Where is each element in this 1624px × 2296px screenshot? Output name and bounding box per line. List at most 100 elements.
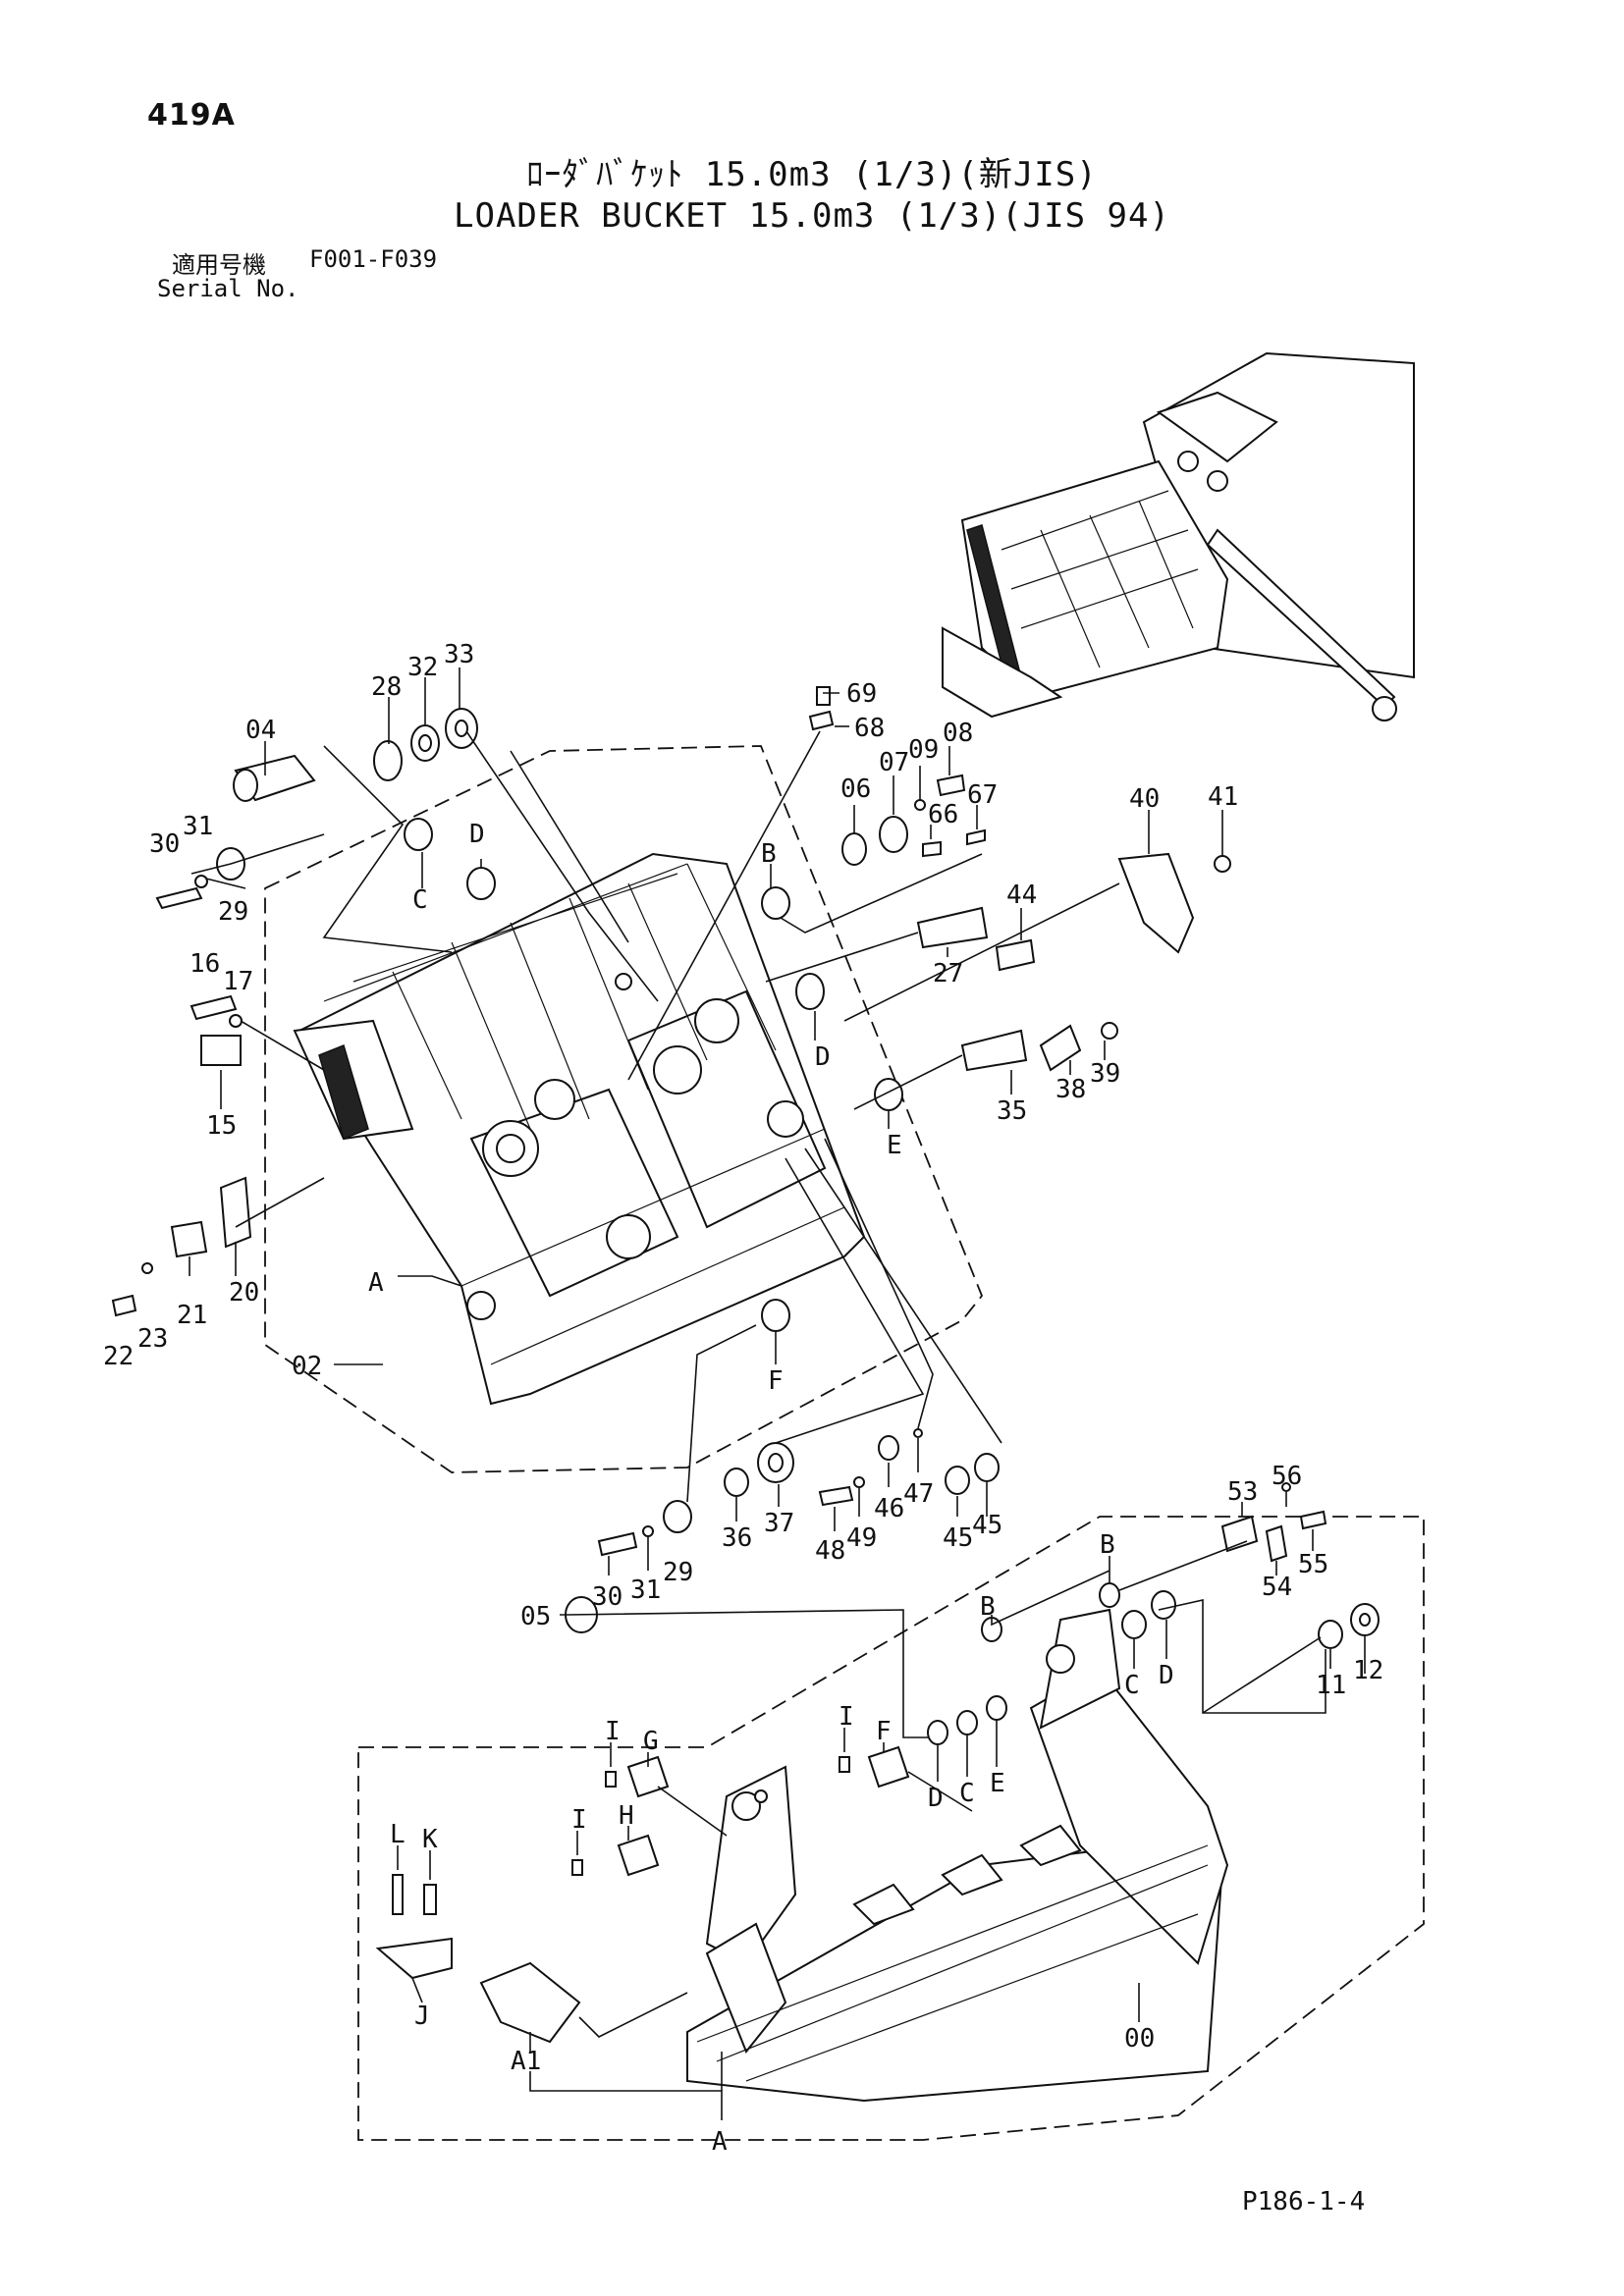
part-k-lock bbox=[423, 1884, 437, 1915]
link-bore-7 bbox=[466, 1291, 496, 1320]
leader-27-to-frame bbox=[765, 932, 919, 983]
link-grease-point bbox=[615, 973, 632, 990]
leader-53-line bbox=[1118, 1540, 1248, 1591]
leader-40-to-frame bbox=[843, 882, 1120, 1022]
bucket-tooth-1 bbox=[852, 1883, 915, 1926]
leader-f-to-bucket bbox=[907, 1771, 973, 1812]
callout-06: 06 bbox=[840, 774, 871, 804]
bucket-assembly-boundary bbox=[357, 1516, 1425, 2141]
part-04-pin-head bbox=[233, 769, 258, 802]
link-frame-left-slot bbox=[318, 1043, 369, 1141]
ref-f-bucket: F bbox=[876, 1717, 892, 1746]
part-30-bolt-lower bbox=[597, 1531, 638, 1557]
leader-11-link bbox=[1202, 1636, 1322, 1714]
part-a1-tooth bbox=[479, 1961, 581, 2044]
part-i-pin-1 bbox=[571, 1859, 583, 1876]
part-21-hinge bbox=[170, 1220, 208, 1258]
callout-09: 09 bbox=[908, 735, 939, 765]
part-39-bolt bbox=[1101, 1022, 1118, 1040]
leader-16 bbox=[240, 1020, 325, 1071]
ref-i2: I bbox=[605, 1717, 621, 1746]
callout-45a: 45 bbox=[943, 1523, 973, 1553]
callout-29a: 29 bbox=[218, 897, 248, 927]
ref-i3: I bbox=[839, 1702, 854, 1732]
leader-frame-to-45 bbox=[804, 1148, 1002, 1444]
bucket-tooth-3 bbox=[1019, 1824, 1082, 1867]
part-36-bushing bbox=[724, 1468, 749, 1497]
leader-32-to-frame bbox=[510, 750, 629, 943]
page-number: 419A bbox=[147, 98, 236, 133]
ref-e-bucket: E bbox=[990, 1769, 1005, 1798]
part-32-hole bbox=[418, 734, 432, 752]
ref-i1: I bbox=[571, 1805, 587, 1835]
callout-36: 36 bbox=[722, 1523, 752, 1553]
document-reference: P186-1-4 bbox=[1242, 2187, 1366, 2216]
callout-28: 28 bbox=[371, 672, 402, 702]
callout-44: 44 bbox=[1006, 881, 1037, 910]
callout-68: 68 bbox=[854, 714, 885, 743]
title-japanese: ﾛｰﾀﾞﾊﾞｹｯﾄ 15.0m3 (1/3)(新JIS) bbox=[526, 155, 1098, 194]
overview-link-frame bbox=[960, 459, 1229, 699]
part-45-bushing-b bbox=[974, 1453, 1000, 1482]
callout-47: 47 bbox=[903, 1479, 934, 1509]
part-56-ring bbox=[1281, 1482, 1291, 1492]
link-parts bbox=[111, 686, 1231, 1557]
leader-05 bbox=[560, 1609, 928, 1738]
callout-22: 22 bbox=[103, 1342, 134, 1371]
callout-37: 37 bbox=[764, 1509, 794, 1538]
part-28-o-ring bbox=[373, 740, 403, 781]
part-16-bolt bbox=[189, 994, 238, 1021]
bucket-bracket-right bbox=[1039, 1608, 1121, 1730]
leader-frame-to-37 bbox=[775, 1157, 925, 1444]
link-bore-2 bbox=[534, 1079, 575, 1120]
part-33-hole bbox=[455, 720, 468, 737]
ref-g: G bbox=[643, 1727, 659, 1756]
part-h-cover bbox=[617, 1834, 660, 1877]
callout-00: 00 bbox=[1124, 2024, 1155, 2054]
callout-29b: 29 bbox=[663, 1558, 693, 1587]
callout-66: 66 bbox=[928, 800, 958, 829]
leader-frame-to-47 bbox=[824, 1138, 934, 1429]
part-12-hole bbox=[1359, 1613, 1371, 1627]
leader-20 bbox=[235, 1177, 325, 1228]
part-31-washer bbox=[194, 875, 208, 888]
callout-20: 20 bbox=[229, 1278, 259, 1308]
link-bore-3 bbox=[606, 1214, 651, 1259]
serial-range: F001-F039 bbox=[309, 245, 438, 273]
ref-b-bucket2: B bbox=[1100, 1530, 1115, 1560]
callout-46: 46 bbox=[874, 1494, 904, 1523]
leader-a-link bbox=[398, 1275, 462, 1287]
link-frame-ribs bbox=[323, 863, 777, 1130]
part-09-washer bbox=[914, 799, 926, 811]
part-55-bolt bbox=[1299, 1510, 1327, 1530]
part-j-adapter bbox=[375, 1937, 453, 1980]
callout-11: 11 bbox=[1316, 1671, 1346, 1700]
reference-letters: C D A B D E F B B C D D C E F G H I I I … bbox=[368, 820, 1174, 2157]
callout-02: 02 bbox=[292, 1352, 322, 1381]
callout-69: 69 bbox=[846, 679, 877, 709]
part-29-bushing-lower bbox=[663, 1500, 692, 1533]
part-40-bracket bbox=[1117, 852, 1195, 954]
ref-j: J bbox=[414, 2002, 430, 2031]
ref-a-link: A bbox=[368, 1268, 384, 1298]
callout-31a: 31 bbox=[183, 812, 213, 841]
callout-31b: 31 bbox=[630, 1575, 661, 1605]
bucket-pin-hole-1 bbox=[1046, 1644, 1075, 1674]
bucket-bushing-c1 bbox=[956, 1710, 978, 1735]
callout-labels: 04 28 32 33 30 31 29 16 17 15 20 21 23 2… bbox=[103, 640, 1383, 2054]
ref-c-bucket1: C bbox=[959, 1779, 975, 1808]
callout-04: 04 bbox=[245, 716, 276, 745]
callout-54: 54 bbox=[1262, 1573, 1292, 1602]
ref-d-link1: D bbox=[469, 820, 485, 849]
ref-e-link: E bbox=[887, 1131, 902, 1160]
callout-45b: 45 bbox=[972, 1511, 1002, 1540]
leader-04-to-frame bbox=[322, 745, 453, 953]
serial-label-english: Serial No. bbox=[157, 275, 299, 302]
title-english: LOADER BUCKET 15.0m3 (1/3)(JIS 94) bbox=[454, 196, 1170, 236]
part-47-ring bbox=[913, 1428, 923, 1438]
part-46-bushing bbox=[878, 1435, 899, 1461]
leader-f-to-29 bbox=[686, 1324, 757, 1503]
link-bore-5 bbox=[694, 998, 739, 1043]
leader-j bbox=[411, 1977, 423, 2003]
bushing-c bbox=[404, 818, 433, 851]
